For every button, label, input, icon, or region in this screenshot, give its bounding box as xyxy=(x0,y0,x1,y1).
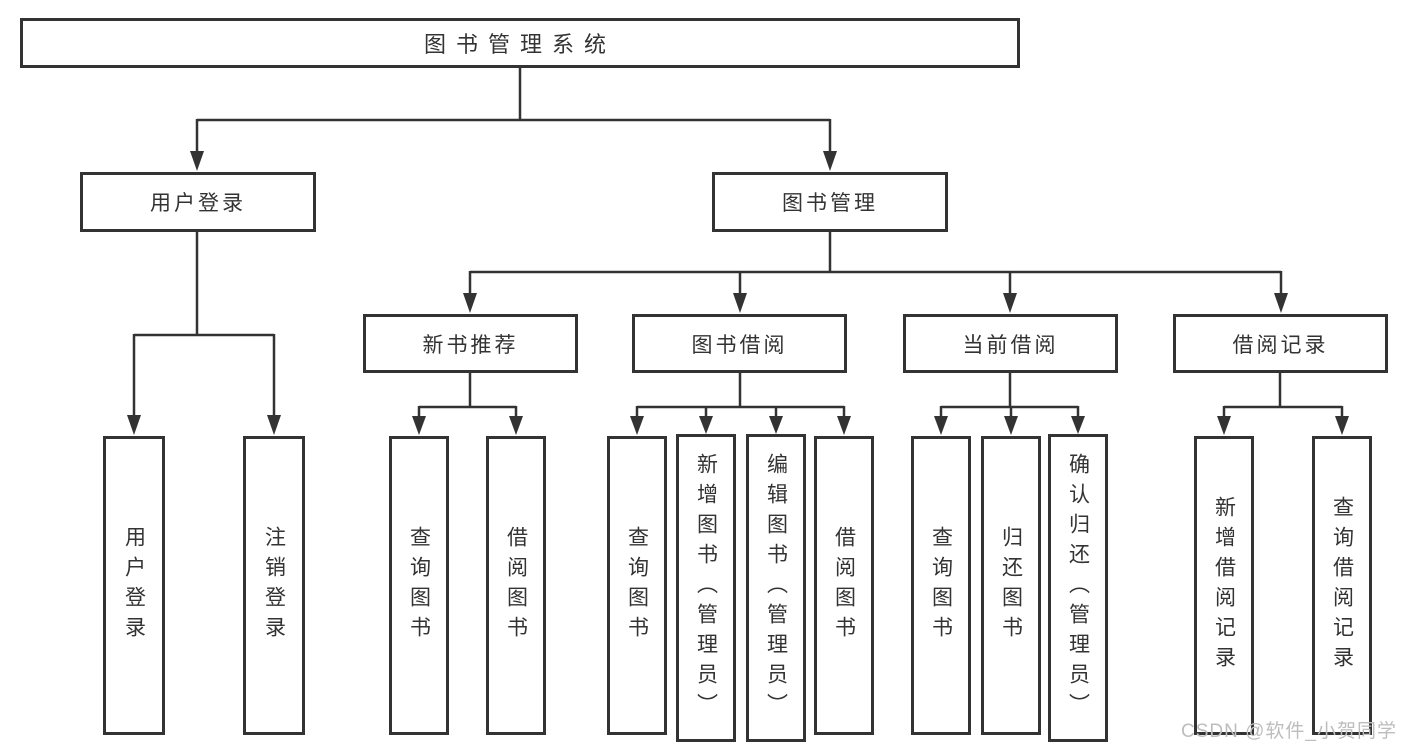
node-borrow-record-label: 借阅记录 xyxy=(1232,333,1329,357)
leaf-newbook-borrow-label: 借阅图书 xyxy=(504,525,528,646)
node-root: 图书管理系统 xyxy=(20,18,1020,68)
leaf-bookborrow-edit-label: 编辑图书（管理员） xyxy=(764,453,788,723)
leaf-record-query-label: 查询借阅记录 xyxy=(1330,495,1354,676)
leaf-newbook-query: 查询图书 xyxy=(389,436,449,735)
node-book-mgmt: 图书管理 xyxy=(712,172,948,232)
leaf-bookborrow-edit: 编辑图书（管理员） xyxy=(746,434,806,742)
node-user-login-label: 用户登录 xyxy=(150,192,246,215)
leaf-user-login-label: 用户登录 xyxy=(122,525,146,646)
node-borrow-record: 借阅记录 xyxy=(1173,314,1388,373)
node-new-book-label: 新书推荐 xyxy=(422,333,519,357)
leaf-bookborrow-borrow-label: 借阅图书 xyxy=(832,525,856,646)
leaf-current-return: 归还图书 xyxy=(981,436,1041,735)
node-user-login: 用户登录 xyxy=(80,172,316,232)
leaf-record-add: 新增借阅记录 xyxy=(1194,436,1254,735)
node-book-borrow-label: 图书借阅 xyxy=(691,333,788,357)
leaf-bookborrow-query: 查询图书 xyxy=(607,436,667,735)
leaf-user-login: 用户登录 xyxy=(103,436,165,735)
node-book-borrow: 图书借阅 xyxy=(632,314,847,373)
leaf-current-confirm-label: 确认归还（管理员） xyxy=(1066,453,1090,723)
node-root-label: 图书管理系统 xyxy=(423,32,616,57)
leaf-bookborrow-add: 新增图书（管理员） xyxy=(676,434,736,742)
leaf-bookborrow-query-label: 查询图书 xyxy=(625,525,649,646)
leaf-current-confirm: 确认归还（管理员） xyxy=(1048,434,1108,742)
leaf-current-return-label: 归还图书 xyxy=(999,525,1023,646)
leaf-logout: 注销登录 xyxy=(243,436,305,735)
node-current-borrow-label: 当前借阅 xyxy=(962,333,1059,357)
leaf-newbook-query-label: 查询图书 xyxy=(407,525,431,646)
leaf-bookborrow-borrow: 借阅图书 xyxy=(814,436,874,735)
leaf-bookborrow-add-label: 新增图书（管理员） xyxy=(694,453,718,723)
csdn-watermark: CSDN @软件_小贺同学 xyxy=(1181,721,1397,742)
node-book-mgmt-label: 图书管理 xyxy=(782,192,878,215)
leaf-record-query: 查询借阅记录 xyxy=(1312,436,1372,735)
leaf-logout-label: 注销登录 xyxy=(262,525,286,646)
leaf-newbook-borrow: 借阅图书 xyxy=(486,436,546,735)
node-new-book: 新书推荐 xyxy=(363,314,578,373)
leaf-record-add-label: 新增借阅记录 xyxy=(1212,495,1236,676)
leaf-current-query-label: 查询图书 xyxy=(929,525,953,646)
node-current-borrow: 当前借阅 xyxy=(903,314,1118,373)
leaf-current-query: 查询图书 xyxy=(911,436,971,735)
